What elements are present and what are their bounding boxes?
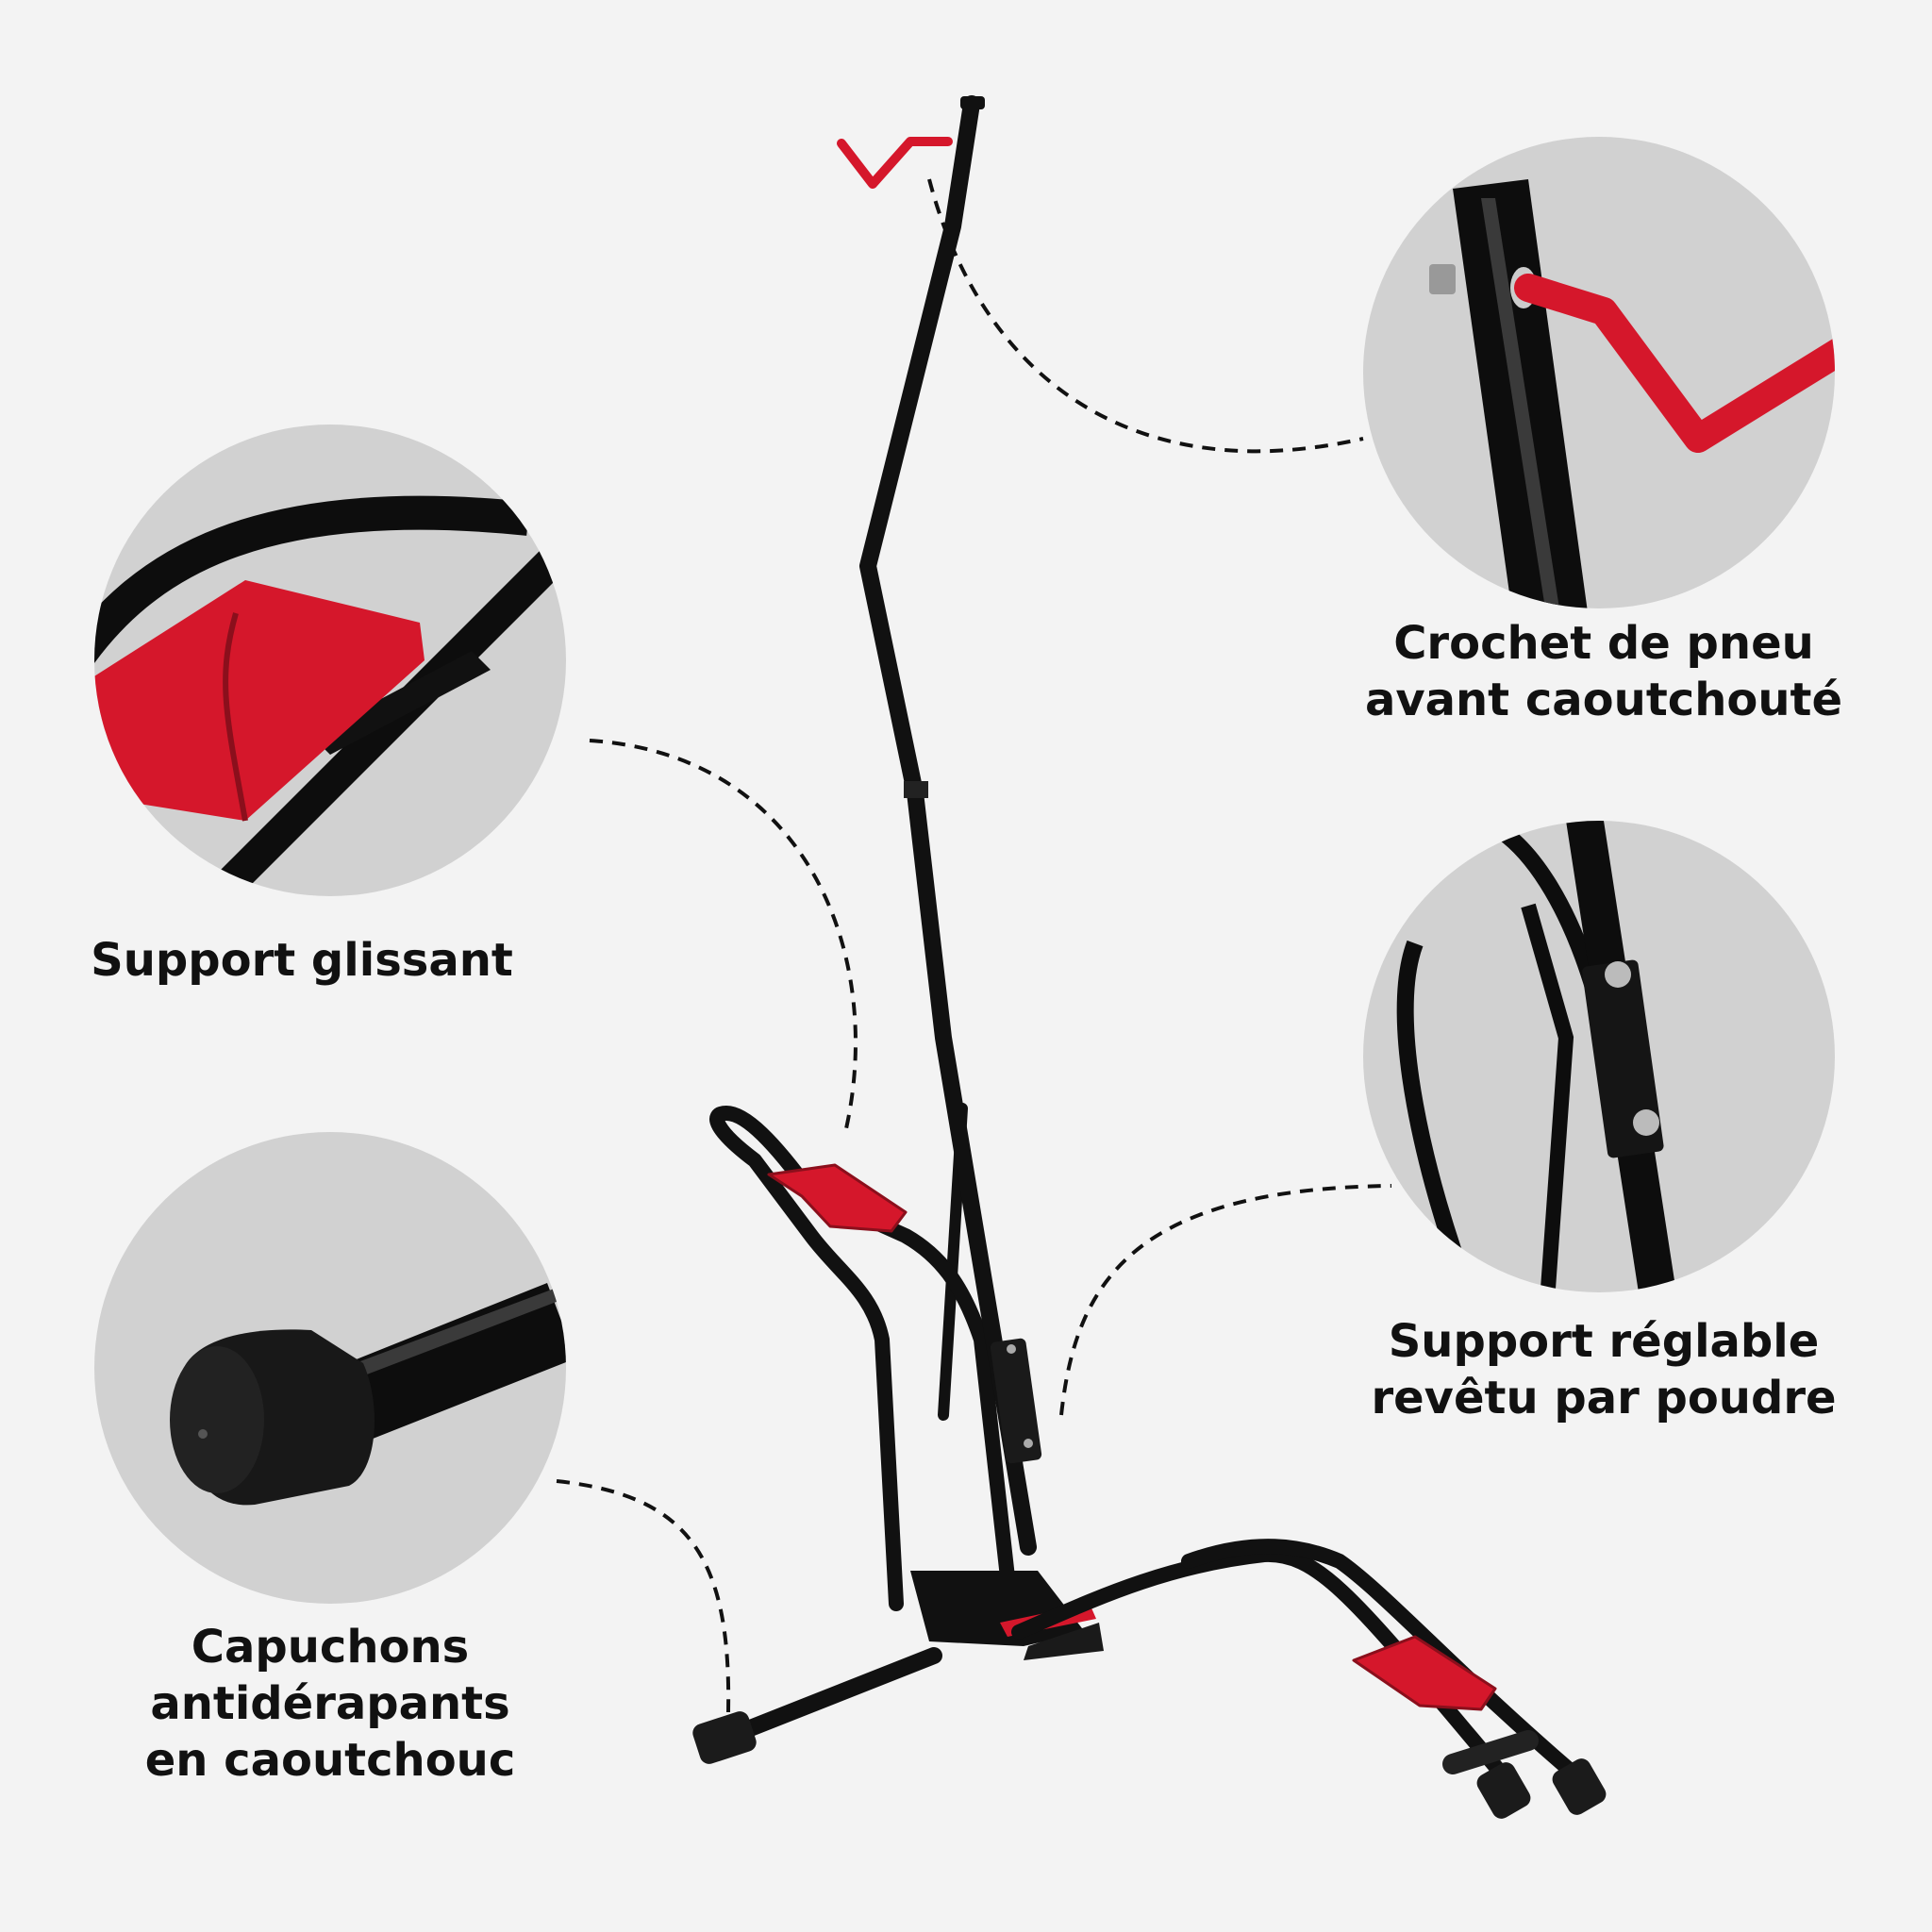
leader-hook [927, 178, 1364, 454]
front-cradle-icon [1352, 1635, 1497, 1711]
tire-hook-icon [837, 137, 953, 189]
hook-label: Crochet de pneu avant caoutchouté [1364, 617, 1843, 726]
leader-lines [556, 178, 1392, 1713]
slider-label: Support glissant [91, 934, 513, 987]
bike-stand-product [692, 95, 1607, 1819]
slider-block-icon [767, 1163, 908, 1233]
cap-closeup [94, 1132, 566, 1604]
adjustable-label: Support réglable revêtu par poudre [1371, 1315, 1837, 1424]
adjustable-closeup [1363, 821, 1835, 1292]
caps-label: Capuchons antidérapants en caoutchouc [144, 1621, 516, 1787]
hook-closeup [1363, 137, 1835, 608]
leader-slider [589, 739, 858, 1138]
leader-adjustable [1059, 1184, 1392, 1416]
leader-caps [556, 1479, 731, 1713]
slider-closeup [94, 425, 566, 896]
